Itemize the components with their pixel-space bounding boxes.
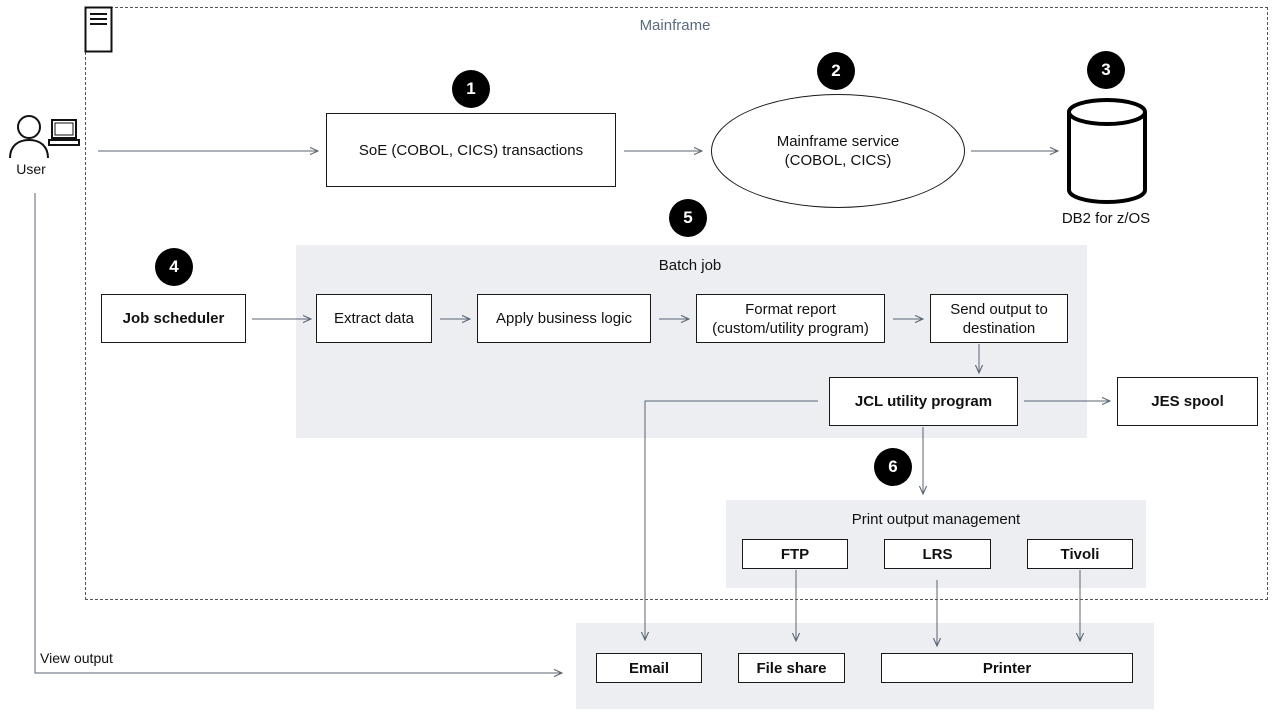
step-badge-6: 6	[874, 448, 912, 486]
service-line2: (COBOL, CICS)	[784, 152, 892, 169]
jcl-utility-box: JCL utility program	[829, 377, 1018, 426]
batch-job-title: Batch job	[658, 257, 722, 274]
file-share-box: File share	[738, 653, 845, 683]
format-line1: Format report	[745, 300, 836, 318]
step-badge-1: 1	[452, 70, 490, 108]
mainframe-title: Mainframe	[639, 17, 711, 34]
laptop-icon	[48, 119, 80, 146]
view-output-label: View output	[40, 650, 113, 666]
extract-data-box: Extract data	[316, 294, 432, 343]
business-logic-box: Apply business logic	[477, 294, 651, 343]
send-line2: destination	[962, 319, 1036, 337]
arrow-user-view-output	[34, 193, 562, 673]
arrow-jcl-to-email	[645, 400, 818, 640]
service-line1: Mainframe service	[776, 133, 900, 150]
mainframe-boundary	[85, 7, 1268, 600]
database-label: DB2 for z/OS	[1061, 210, 1151, 227]
send-line1: Send output to	[950, 300, 1048, 318]
printer-box: Printer	[881, 653, 1133, 683]
send-output-box: Send output to destination	[930, 294, 1068, 343]
user-icon	[9, 115, 49, 159]
server-icon	[84, 6, 113, 53]
lrs-box: LRS	[884, 539, 991, 569]
database-icon	[1067, 98, 1147, 204]
user-label: User	[16, 161, 46, 177]
step-badge-2: 2	[817, 52, 855, 90]
jes-spool-box: JES spool	[1117, 377, 1258, 426]
print-output-title: Print output management	[851, 511, 1021, 528]
format-line2: (custom/utility program)	[712, 319, 869, 337]
mainframe-service-ellipse: Mainframe service (COBOL, CICS)	[711, 94, 965, 208]
job-scheduler-box: Job scheduler	[101, 294, 246, 343]
step-badge-3: 3	[1087, 51, 1125, 89]
ftp-box: FTP	[742, 539, 848, 569]
tivoli-box: Tivoli	[1027, 539, 1133, 569]
email-box: Email	[596, 653, 702, 683]
format-report-box: Format report (custom/utility program)	[696, 294, 885, 343]
step-badge-5: 5	[669, 199, 707, 237]
transactions-box: SoE (COBOL, CICS) transactions	[326, 113, 616, 187]
step-badge-4: 4	[155, 248, 193, 286]
